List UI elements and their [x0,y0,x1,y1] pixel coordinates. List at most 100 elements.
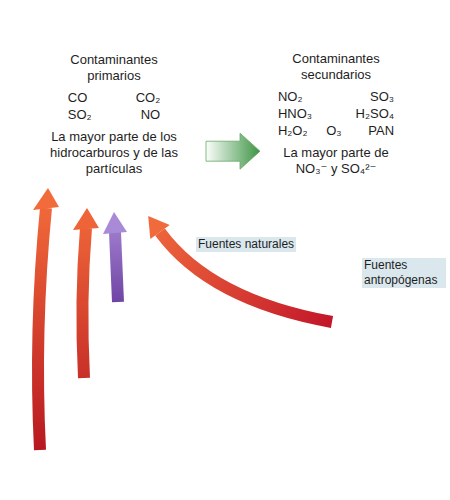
truck [96,460,108,472]
red-car [240,486,248,494]
truck [24,460,36,472]
city-buildings [48,330,68,450]
formula: SO₂ [68,107,92,123]
formula: CO [68,90,88,106]
formula-grid: NO₂SO₃HNO₃H₂SO₄H₂O₂O₃PAN [278,89,394,139]
factory [366,416,384,428]
formula: NO₂ [278,89,303,105]
natural-emission-arrow [115,232,118,302]
source-label: Fuentes antropógenas [362,258,446,288]
factory [300,320,450,472]
city-buildings [220,358,242,450]
truck [86,434,113,464]
factory [300,380,450,402]
volcano-smoke [142,288,158,304]
building-windows [114,346,134,436]
building-windows [2,346,24,436]
formula: H₂SO₄ [356,106,395,122]
city-buildings [0,340,26,450]
natural-emission-arrow [103,212,127,302]
factory [338,416,356,428]
source-label-holder: Fuentes antropógenas [362,258,446,288]
factory [356,337,366,342]
factory-smoke [315,291,337,313]
volcano-smoke [145,263,167,285]
emission-arrow [82,228,86,378]
flow-arrow [206,133,260,169]
truck [14,424,113,472]
blue-car [164,463,172,471]
emission-arrow [73,208,99,378]
leader-line [362,291,380,314]
emission-arrow [33,188,59,210]
factory-smoke [343,303,361,321]
volcano [20,299,252,392]
building-windows [246,384,272,440]
red-car [216,475,252,489]
blue-car [140,445,176,471]
road [0,418,345,500]
cloud-content: Contaminantes primariosCO CO₂ SO₂ NO La mayo… [8,52,220,177]
city-buildings [112,340,136,450]
factory [310,416,328,428]
factory [318,442,352,472]
cloud-node: Contaminantes secundariosNO₂SO₃HNO₃H₂SO₄… [230,6,442,226]
factory [356,330,366,402]
building-windows [194,378,216,438]
cloud-content: Contaminantes secundariosNO₂SO₃HNO₃H₂SO₄… [230,51,442,177]
cloud-body-text: La mayor parte de los hidrocarburos y de… [44,129,184,177]
blue-car [148,445,168,455]
factory [394,416,412,428]
ground [0,446,450,500]
factory-smoke [298,284,322,308]
cloud-heading: Contaminantes primarios [49,52,179,84]
cloud-node: Contaminantes primariosCO CO₂ SO₂ NO La mayo… [8,6,220,226]
cloud-shape [235,12,438,221]
natural-emission-arrow [103,212,127,234]
formula: CO₂ [136,90,161,106]
emission-arrow [38,208,46,450]
red-car [224,468,244,478]
source-label: Fuentes naturales [196,237,296,252]
emission-arrow [33,188,59,450]
formula: O₃ [326,123,341,139]
volcano-smoke [128,270,152,294]
blue-car [140,452,176,466]
factory [422,416,440,428]
source-label-holder: Fuentes naturales [196,234,306,252]
red-car [216,468,252,494]
volcano [20,299,252,392]
city-buildings [138,360,168,450]
city-buildings [96,372,114,450]
building-windows [140,366,166,436]
emission-arrow [148,216,170,239]
factory [332,328,344,333]
emission-arrow [160,232,332,322]
emission-arrow [73,208,99,230]
cloud-body-text: La mayor parte de NO₃⁻ y SO₄²⁻ [271,145,401,177]
blue-car [144,463,152,471]
building-windows [50,336,66,436]
formula: H₂O₂ [278,123,308,139]
road [0,418,345,500]
truck [64,460,76,472]
road [0,444,306,500]
cloud-outline [8,6,220,226]
city-buildings [244,378,274,450]
formula: NO [141,107,161,123]
red-car [220,486,228,494]
truck [92,438,108,447]
factory [300,400,450,472]
volcano-smoke [187,289,205,307]
city-buildings [192,372,218,450]
formula: PAN [368,123,394,139]
cloud-heading: Contaminantes secundarios [271,51,401,83]
emission-arrow [148,216,332,322]
city-buildings [170,350,190,450]
formula: HNO₃ [278,106,312,122]
truck [14,424,86,464]
factory [332,320,344,402]
volcano-smoke [176,276,196,296]
